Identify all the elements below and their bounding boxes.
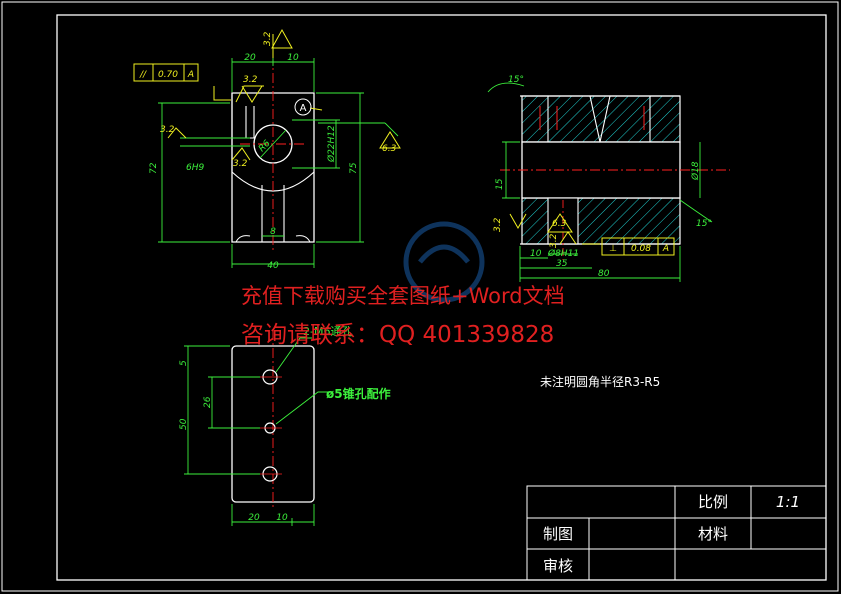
section-fcf-value: 0.08 — [631, 244, 651, 254]
drawn-label: 制图 — [543, 525, 573, 543]
general-note: 未注明圆角半径R3-R5 — [540, 374, 660, 389]
section-rough-mid: 6.3 — [552, 219, 567, 229]
section-fcf-symbol: ⊥ — [609, 244, 617, 254]
front-dim-bore: Ø22H12 — [326, 125, 337, 163]
checked-label: 审核 — [543, 557, 573, 575]
top-view: 2-M6通孔 ø5锥孔配作 5 26 50 20 10 — [179, 325, 391, 526]
front-dim-20: 20 — [244, 53, 256, 63]
front-dim-radius: R6 — [257, 138, 273, 154]
section-dim-35: 35 — [556, 259, 568, 269]
front-slot — [245, 106, 255, 139]
section-view: ⊥ 0.08 A 15° 15° Ø18 15 3.2 6.3 3.2 Ø8H1… — [487, 75, 730, 282]
top-hole-label: 2-M6通孔 — [303, 325, 352, 338]
section-dim-80: 80 — [598, 269, 610, 279]
front-dim-72: 72 — [149, 162, 159, 174]
front-body-curve — [231, 93, 315, 192]
front-body-outline — [231, 92, 315, 243]
top-dim-10: 10 — [276, 513, 288, 523]
front-rough-low: 3.2 — [233, 159, 248, 169]
front-rough-side: 3.2 — [160, 125, 175, 135]
front-dimension-lines — [158, 58, 399, 268]
front-dim-slot: 6H9 — [186, 163, 204, 173]
top-dim-50: 50 — [179, 418, 189, 430]
front-annotation-lines — [167, 28, 401, 161]
section-lower-block — [521, 197, 681, 245]
scale-label: 比例 — [698, 493, 728, 511]
front-feet — [235, 235, 311, 243]
section-dimension-lines — [487, 82, 713, 282]
section-angle-bottom: 15° — [696, 219, 712, 229]
section-angle-top: 15° — [508, 75, 524, 85]
top-dim-20: 20 — [248, 513, 260, 523]
front-rough-top: 3.2 — [263, 31, 273, 46]
section-fcf: ⊥ 0.08 A — [601, 237, 675, 256]
front-dim-10: 10 — [287, 53, 299, 63]
watermark-line-2: 咨询请联系：QQ 401339828 — [241, 322, 554, 348]
scale-value: 1:1 — [776, 493, 800, 511]
inner-frame — [56, 14, 827, 581]
front-neck — [261, 185, 285, 242]
section-dim-fit: Ø8H11 — [547, 248, 579, 259]
section-rough-small: 3.2 — [549, 233, 559, 248]
watermark-logo — [403, 221, 485, 303]
front-dim-8: 8 — [270, 227, 276, 237]
front-rough-right: 6.3 — [382, 144, 397, 154]
top-hole-centers — [258, 376, 282, 475]
section-annotation-lines — [509, 213, 600, 245]
section-dim-15: 15 — [495, 178, 505, 190]
section-dim-10: 10 — [530, 249, 542, 259]
front-fcf-value: 0.70 — [158, 70, 178, 80]
top-pin-label: ø5锥孔配作 — [326, 386, 391, 401]
front-fcf-datum: A — [187, 70, 194, 80]
front-dim-75: 75 — [349, 162, 359, 174]
section-upper-features — [547, 95, 651, 143]
title-block — [526, 485, 827, 581]
front-view: A // 0.70 A 20 10 72 75 Ø22H12 6H9 40 8 … — [133, 28, 401, 271]
watermark-line-1: 充值下载购买全套图纸+Word文档 — [241, 284, 565, 308]
front-fcf-symbol: // — [139, 70, 147, 80]
top-dim-5: 5 — [179, 360, 189, 366]
front-dim-40: 40 — [267, 261, 279, 271]
top-dim-26: 26 — [203, 396, 213, 408]
datum-a-circle — [294, 98, 312, 116]
material-label: 材料 — [698, 525, 728, 543]
section-dim-bore: Ø18 — [690, 161, 701, 181]
top-dimension-lines — [184, 337, 330, 526]
section-fcf-datum: A — [662, 244, 669, 254]
front-fcf: // 0.70 A — [133, 63, 199, 82]
front-rough-left: 3.2 — [243, 75, 258, 85]
section-rough-left: 3.2 — [493, 217, 503, 232]
datum-a-label: A — [300, 103, 307, 114]
